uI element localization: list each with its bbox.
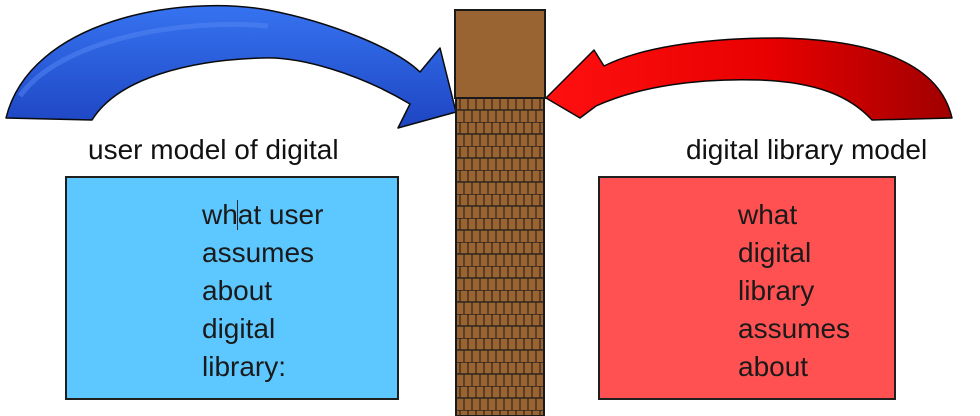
library-assumptions-line-3: library	[738, 275, 815, 306]
text-before-caret: wh	[202, 199, 238, 230]
text-after-caret: at user	[237, 199, 324, 230]
text-cursor	[236, 199, 239, 230]
brick-column-icon	[454, 9, 546, 416]
library-assumptions-box: what digital library assumes about	[598, 176, 896, 400]
library-assumptions-text: what digital library assumes about	[738, 196, 850, 386]
user-assumptions-box: what user assumes about digital library:	[65, 176, 399, 400]
user-assumptions-line-2: assumes	[202, 237, 315, 268]
user-assumptions-text: what user assumes about digital library:	[202, 196, 323, 386]
library-assumptions-line-5: about	[738, 351, 809, 382]
user-assumptions-line-1: what user	[202, 196, 323, 234]
library-assumptions-line-1: what	[738, 199, 798, 230]
library-model-label: digital library model	[686, 134, 928, 165]
user-assumptions-line-5: library:	[202, 351, 287, 382]
user-assumptions-line-4: digital	[202, 313, 276, 344]
library-assumptions-line-4: assumes	[738, 313, 851, 344]
curved-arrow-left-icon	[545, 37, 953, 121]
curved-arrow-right-icon	[5, 4, 457, 129]
user-assumptions-line-3: about	[202, 275, 273, 306]
user-model-label: user model of digital	[88, 134, 339, 165]
library-assumptions-line-2: digital	[738, 237, 812, 268]
